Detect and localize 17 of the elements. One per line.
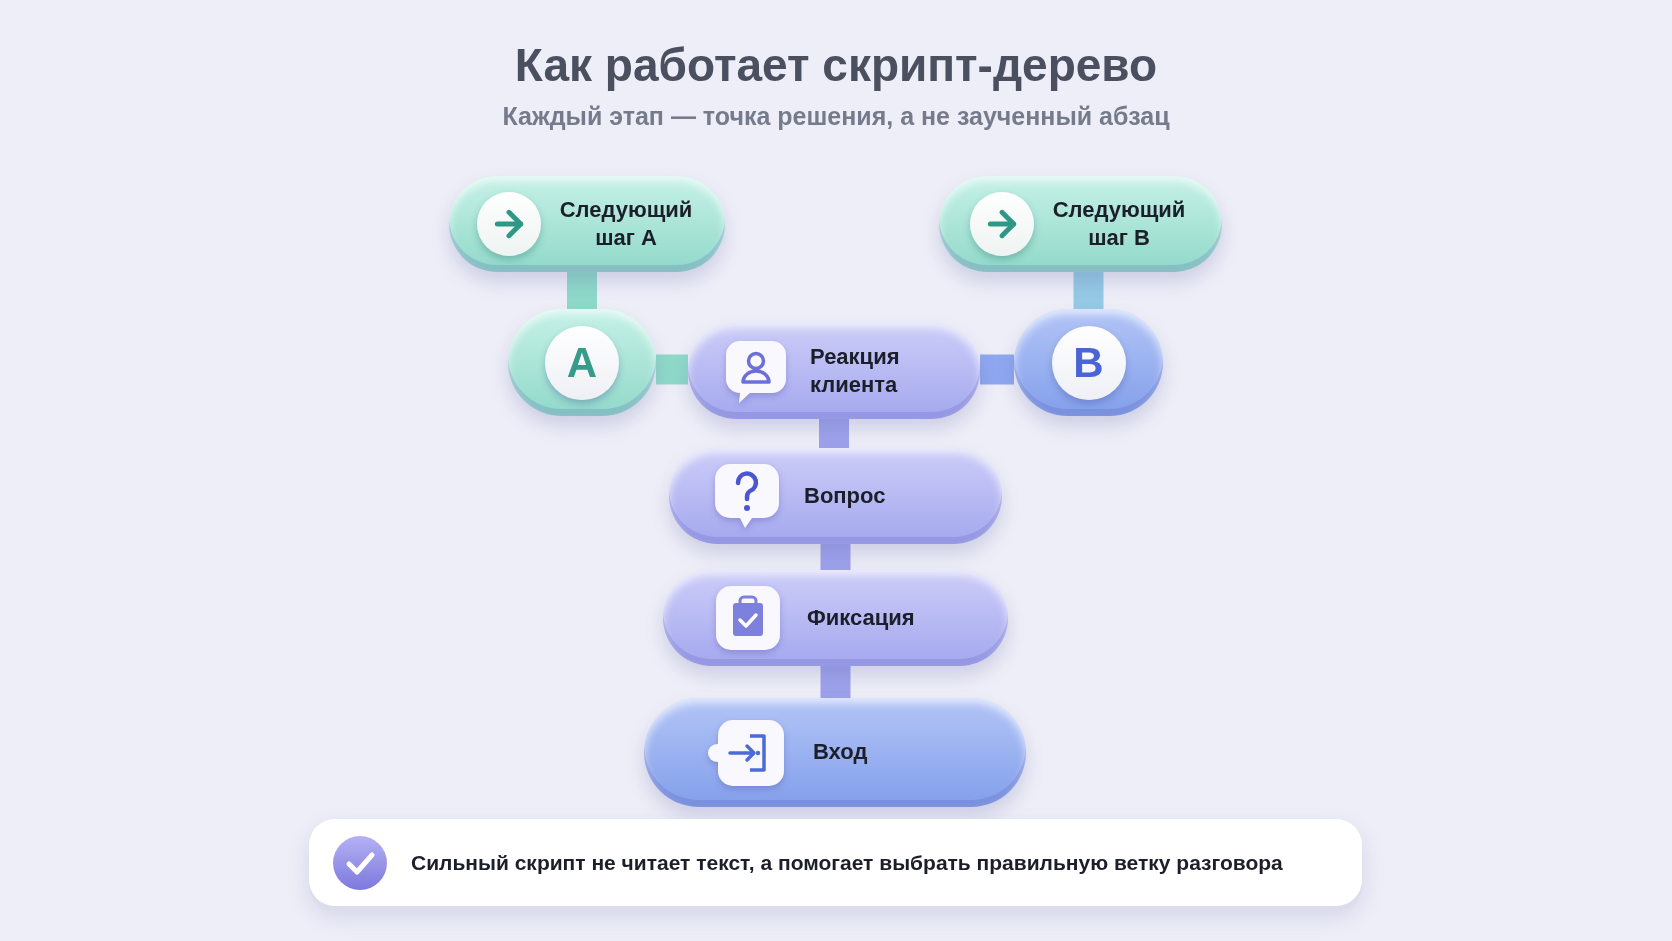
subtitle: Каждый этап — точка решения, а не заученный абзац <box>502 104 1170 129</box>
letter-label: А <box>545 325 619 400</box>
connector-tube <box>820 544 851 570</box>
node-label: Реакция клиента <box>810 342 901 399</box>
node-label: Следующий шаг В <box>1051 195 1187 252</box>
connector-tube <box>656 354 688 385</box>
node-label: Фиксация <box>807 603 915 632</box>
node-label: Вход <box>813 738 868 767</box>
connector-tube <box>819 419 849 448</box>
letter-label: В <box>1051 325 1126 400</box>
note-text: Сильный скрипт не читает текст, а помогает выбрать правильную ветку разговора <box>411 849 1283 876</box>
node-label: Вопрос <box>804 481 886 510</box>
connector-tube <box>980 354 1014 385</box>
connector-tube <box>1073 272 1104 309</box>
connector-tube <box>820 666 851 698</box>
connector-tube <box>567 272 597 309</box>
node-label: Следующий шаг А <box>558 195 694 252</box>
